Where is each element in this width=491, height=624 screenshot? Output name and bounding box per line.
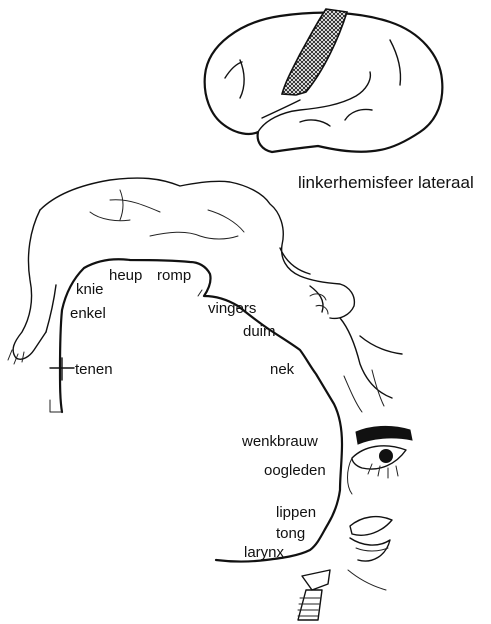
eye-sketch (348, 426, 413, 494)
mouth-sketch (348, 517, 392, 590)
label-nek: nek (270, 362, 294, 377)
brain-lateral-view (205, 9, 443, 152)
label-wenkbrauw: wenkbrauw (242, 434, 318, 449)
label-oogleden: oogleden (264, 463, 326, 478)
label-romp: romp (157, 268, 191, 283)
motor-cortex-strip (282, 9, 347, 95)
label-tong: tong (276, 526, 305, 541)
label-duim: duim (243, 324, 276, 339)
label-vingers: vingers (208, 301, 256, 316)
label-lippen: lippen (276, 505, 316, 520)
label-tenen: tenen (75, 362, 113, 377)
label-larynx: larynx (244, 545, 284, 560)
diagram-title: linkerhemisfeer lateraal (298, 174, 474, 191)
label-enkel: enkel (70, 306, 106, 321)
label-knie: knie (76, 282, 104, 297)
larynx-sketch (298, 570, 330, 620)
neck-sketch (340, 318, 402, 412)
label-heup: heup (109, 268, 142, 283)
